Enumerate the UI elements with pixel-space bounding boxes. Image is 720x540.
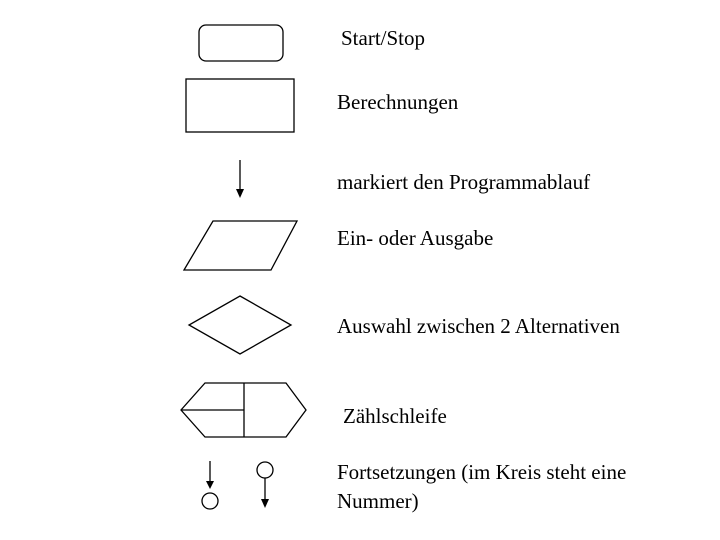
- hexagon-icon: [180, 382, 307, 438]
- program-flow-label: markiert den Programmablauf: [337, 170, 591, 194]
- connector-in-icon: [201, 461, 219, 510]
- parallelogram-icon: [182, 220, 299, 271]
- start-stop-label: Start/Stop: [341, 26, 426, 50]
- input-output-label: Ein- oder Ausgabe: [337, 226, 494, 250]
- calculation-label: Berechnungen: [337, 90, 459, 114]
- decision-label: Auswahl zwischen 2 Alternativen: [337, 314, 620, 338]
- rounded-rectangle-icon: [198, 24, 284, 62]
- loop-label: Zählschleife: [343, 404, 447, 428]
- diamond-icon: [187, 295, 293, 355]
- connector-out-icon: [256, 461, 274, 508]
- arrow-down-icon: [236, 160, 244, 198]
- connector-label: Fortsetzungen (im Kreis steht eine Numme…: [337, 460, 627, 513]
- rectangle-icon: [185, 78, 295, 133]
